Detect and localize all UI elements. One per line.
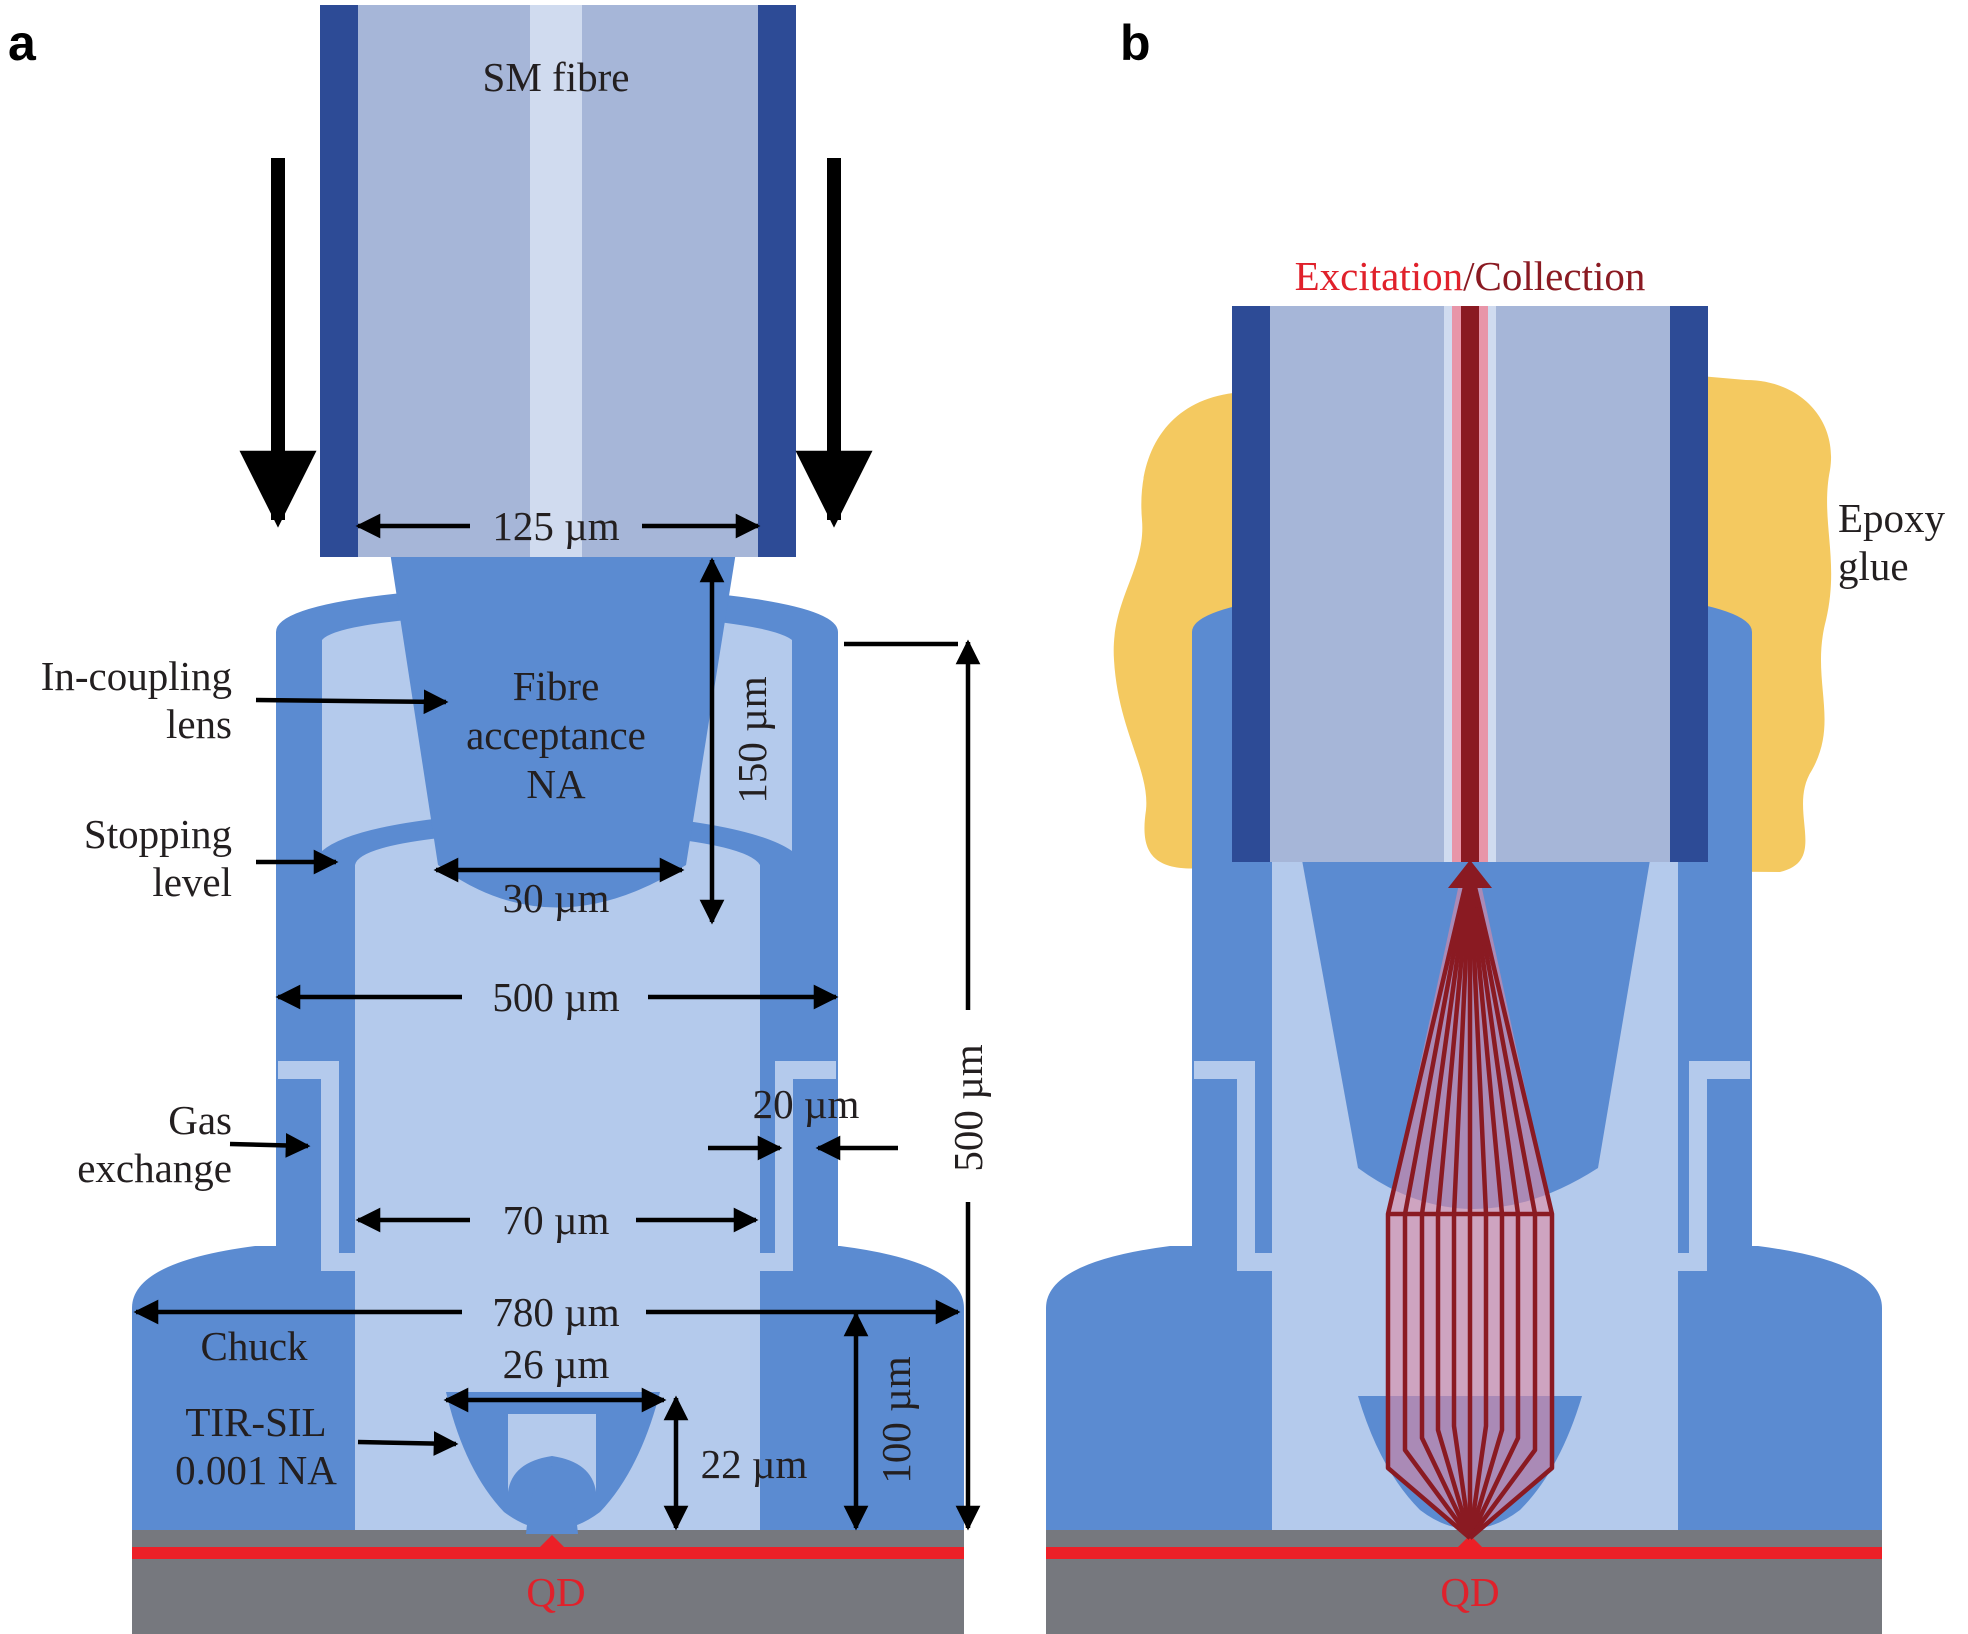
tir-sil-inner-a [508,1414,596,1492]
pointer-incoupling [255,689,449,715]
incoupling-lens-a [390,552,736,908]
label-gas-2: exchange [77,1145,232,1191]
label-lens-height: 150 µm [729,676,775,803]
label-width-500: 500 µm [492,974,619,1020]
label-sil-width: 26 µm [503,1341,610,1387]
label-lens-bottom: 30 µm [503,875,610,921]
panel-b: b [1046,15,1946,1634]
label-sil-2: 0.001 NA [175,1447,337,1493]
sm-fibre-a [320,5,796,557]
label-acceptance-3: NA [526,761,586,807]
label-stopping-2: level [152,859,232,905]
label-collection: Collection [1475,253,1646,299]
tir-sil-lens-a [526,1466,578,1534]
label-stopping-1: Stopping [84,811,232,857]
sm-fibre-b [1232,306,1708,862]
label-gas-1: Gas [168,1097,232,1143]
label-qd-b: QD [1440,1569,1499,1615]
label-excitation: Excitation [1295,253,1464,299]
label-acceptance-2: acceptance [466,712,646,758]
qd-layer-a [132,1547,964,1559]
pointer-gas [229,1133,311,1158]
label-gap-20: 20 µm [753,1081,860,1127]
label-incoupling-1: In-coupling [41,653,232,699]
label-height-100: 100 µm [873,1356,919,1483]
label-qd-a: QD [526,1569,585,1615]
label-epoxy-2: glue [1838,543,1909,589]
gas-channel-right [756,1061,836,1271]
beam-arrowhead [1448,860,1492,888]
label-acceptance-1: Fibre [513,663,600,709]
label-incoupling-2: lens [166,701,232,747]
bore-a [355,830,760,1530]
gas-channel-left-b [1194,1061,1274,1271]
label-width-70: 70 µm [503,1197,610,1243]
label-chuck: Chuck [200,1323,308,1369]
gas-channel-left [278,1061,358,1271]
gas-channel-right-b [1670,1061,1750,1271]
panel-a: a [8,5,991,1634]
panel-b-letter: b [1120,15,1151,71]
label-slash: / [1463,253,1475,299]
label-excitation-collection: Excitation/Collection [1295,253,1646,299]
label-height-500: 500 µm [945,1044,991,1171]
tir-sil-a [446,1392,660,1530]
label-fibre-width: 125 µm [492,503,619,549]
panel-a-letter: a [8,15,37,71]
label-width-780: 780 µm [492,1289,619,1335]
label-sil-height: 22 µm [701,1441,808,1487]
label-sil-1: TIR-SIL [185,1399,326,1445]
label-sm-fibre: SM fibre [483,54,630,100]
qd-dot-a [540,1535,564,1547]
qd-dot-b [1458,1535,1482,1547]
label-epoxy-1: Epoxy [1838,495,1946,541]
pointer-sil [357,1431,459,1456]
qd-layer-b [1046,1547,1882,1559]
beam-rays [1385,865,1555,1540]
